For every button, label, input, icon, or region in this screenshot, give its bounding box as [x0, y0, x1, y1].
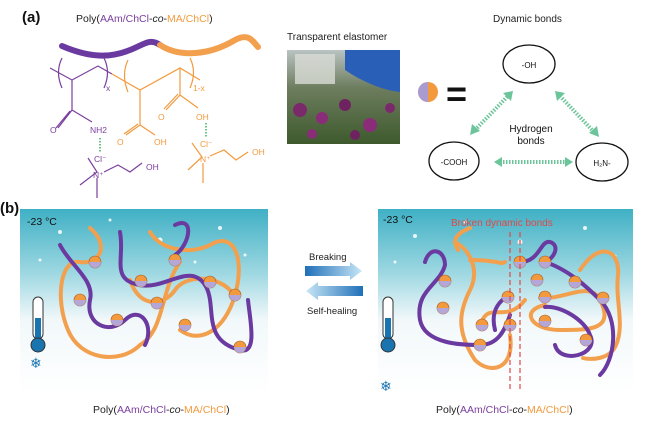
- svg-text:O: O: [50, 125, 57, 135]
- svg-text:1-x: 1-x: [193, 83, 206, 93]
- h2n-group-node: [575, 142, 629, 182]
- right-temperature-label: -23 °C: [383, 214, 413, 226]
- equals-sign: =: [446, 73, 467, 114]
- left-polymer-network: [58, 221, 254, 359]
- svg-text:NH2: NH2: [90, 125, 107, 135]
- svg-text:O: O: [158, 112, 165, 122]
- right-polymer-network: [417, 226, 622, 377]
- panel-a-label: (a): [22, 9, 40, 26]
- svg-text:OH: OH: [146, 162, 159, 172]
- breaking-label: Breaking: [309, 252, 347, 263]
- svg-text:N⁺: N⁺: [200, 154, 211, 164]
- hydrogen-label-1: Hydrogen: [509, 124, 552, 135]
- cooh-group-label: -COOH: [441, 158, 468, 167]
- aam-chcl-structure: x O NH2 Cl⁻ N⁺ OH: [49, 57, 159, 198]
- thermometer-icon-left: [30, 296, 46, 353]
- orange-chain-segment: [157, 34, 261, 57]
- polymer-title: Poly(AAm/ChCl-co-MA/ChCl): [76, 13, 213, 25]
- dynamic-bonds-title: Dynamic bonds: [493, 14, 562, 25]
- hydrogen-bond-arrows: [473, 94, 596, 164]
- snowflake-icon-right: ❄: [380, 378, 392, 394]
- left-temperature-label: -23 °C: [27, 216, 57, 228]
- ma-chcl-structure: 1-x O OH O OH Cl⁻ N⁺ OH: [111, 57, 265, 183]
- left-caption: Poly(AAm/ChCl-co-MA/ChCl): [93, 404, 230, 416]
- photo-title: Transparent elastomer: [287, 32, 388, 43]
- hydrogen-label-2: bonds: [517, 136, 544, 147]
- dynamic-bond-ball-icon: [418, 82, 438, 102]
- panel-b-label: (b): [0, 200, 19, 217]
- purple-chain-segment: [59, 38, 163, 59]
- thermometer-icon-right: [380, 296, 396, 353]
- breaking-arrow-icon: [305, 262, 362, 280]
- h2n-group-label: H₂N-: [593, 159, 611, 168]
- oh-group-node: [502, 44, 556, 84]
- cooh-group-node: [428, 141, 480, 181]
- svg-text:N⁺: N⁺: [93, 170, 104, 180]
- svg-text:x: x: [106, 83, 111, 93]
- self-healing-label: Self-healing: [307, 306, 357, 317]
- broken-bonds-label: Broken dynamic bonds: [451, 218, 553, 229]
- snowflake-icon-left: ❄: [30, 355, 42, 371]
- right-caption: Poly(AAm/ChCl-co-MA/ChCl): [436, 404, 573, 416]
- svg-text:OH: OH: [154, 137, 167, 147]
- self-healing-arrow-icon: [306, 282, 363, 300]
- svg-text:OH: OH: [196, 112, 209, 122]
- svg-text:OH: OH: [252, 147, 265, 157]
- svg-text:Cl⁻: Cl⁻: [200, 139, 213, 149]
- svg-text:O: O: [117, 137, 124, 147]
- svg-text:Cl⁻: Cl⁻: [94, 154, 107, 164]
- oh-group-label: -OH: [522, 61, 537, 70]
- elastomer-photo: [287, 50, 400, 144]
